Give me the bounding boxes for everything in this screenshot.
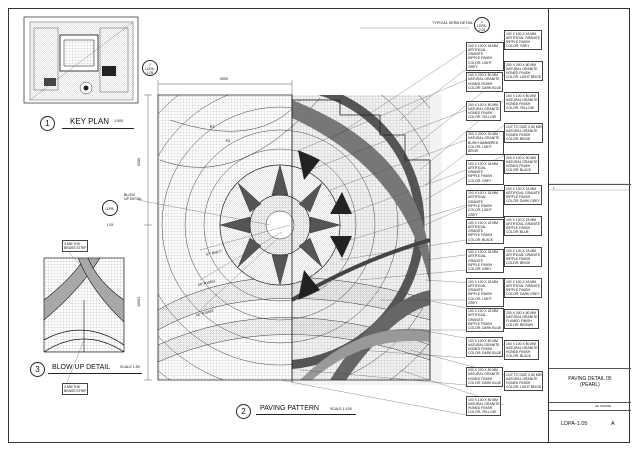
revision-row-number: 1 [553, 186, 555, 190]
material-label: 100 X 100 X 18 MM ARTIFICIAL GRANITE RIP… [466, 189, 504, 219]
material-label: 100 X 100 X 18 MM ARTIFICIAL GRANITE RIP… [466, 307, 504, 333]
key-plan-underline [62, 128, 134, 129]
central-rose [219, 95, 352, 382]
blow-up-note: BLOW UP DETAIL [124, 193, 143, 202]
dimension-left-lower: 10051 [137, 296, 142, 307]
key-plan-drawing [23, 16, 139, 104]
material-label: 100 X 200 X 80 MM NATURAL GRANITE HONED … [466, 71, 504, 92]
radius-label-1: R2 [210, 125, 215, 129]
blow-up-scale: SCALE 1:50 [120, 365, 140, 369]
key-plan-number: 1 [40, 116, 55, 131]
material-label: 200 X 300 X 80 MM NATURAL GRANITE FLAMED… [504, 309, 540, 330]
scale-note: AS SHOWN [595, 404, 612, 408]
key-plan-scale: 1:500 [114, 119, 123, 123]
material-label: 100 X 100 X 18 MM ARTIFICIAL GRANITE RIP… [466, 278, 504, 307]
material-label: 100 X 100 X 80 MM NATURAL GRANITE HONED … [504, 92, 540, 113]
sheet-title: PAVING DETAIL 05 (PEARL) [568, 376, 612, 388]
material-label: 100 X 100 X 18 MM ARTIFICIAL GRANITE RIP… [504, 216, 543, 237]
section-callout-left: LDPA-1.05 [102, 200, 118, 227]
blow-up-detail-drawing [43, 246, 125, 391]
revision-row: 1 [549, 184, 631, 193]
title-row [549, 368, 631, 403]
sheet-frame [8, 8, 630, 443]
material-label: 100 X 100 X 18 MM ARTIFICIAL GRANITE RIP… [504, 30, 543, 51]
kerb-detail-label: TYPICAL KERB DETAIL [432, 21, 474, 25]
material-label: 100 X 100 X 18 MM ARTIFICIAL GRANITE RIP… [504, 278, 543, 299]
paving-pattern-title: PAVING PATTERN [260, 405, 319, 412]
material-label: 100 X 100 X 80 MM NATURAL GRANITE HONED … [466, 337, 504, 358]
revision-letter: A [611, 421, 615, 427]
material-label: 100 X 100 X 18 MM ARTIFICIAL GRANITE RIP… [466, 248, 504, 274]
material-label: 300 X 300 X 30 MM NATURAL GRANITE BUSH H… [466, 130, 504, 156]
material-label: 200 X 100 X 80 MM NATURAL GRANITE HONED … [466, 101, 502, 122]
material-label: CUT TO SIZE X 80 MM NATURAL GRANITE HONE… [504, 123, 544, 144]
material-label: 100 X 100 X 18 MM ARTIFICIAL GRANITE RIP… [466, 219, 504, 244]
blow-up-number: 3 [30, 362, 45, 377]
paving-pattern-number: 2 [236, 404, 251, 419]
blow-up-title: BLOW UP DETAIL [52, 364, 111, 371]
material-label: 100 X 100 X 18 MM ARTIFICIAL GRANITE RIP… [466, 42, 504, 71]
material-label: 200 X 100 X 80 MM NATURAL GRANITE HONED … [504, 154, 540, 175]
material-label: 100 X 100 X 18 MM ARTIFICIAL GRANITE RIP… [466, 160, 504, 185]
blow-up-underline [48, 373, 142, 374]
material-label: 100 X 100 X 18 MM ARTIFICIAL GRANITE RIP… [504, 247, 543, 268]
sheet-number-row [549, 410, 631, 444]
radius-label-2: R1 [226, 139, 231, 143]
brass-strip-label-bottom: 3 MM THK BRASS STRIP [62, 383, 89, 395]
material-label: 100 X 100 X 80 MM NATURAL GRANITE HONED … [466, 396, 502, 417]
material-label: CUT TO SIZE X 80 MM NATURAL GRANITE HONE… [504, 371, 544, 392]
material-label: 100 X 100 X 80 MM NATURAL GRANITE HONED … [504, 340, 540, 361]
kerb-detail-callout: 1 LDPA-2.04 [474, 17, 490, 33]
brass-strip-label-top: 3 MM THK BRASS STRIP [62, 240, 89, 252]
sheet-number: LDPA-1.05 [561, 421, 588, 427]
material-label: 100 X 100 X 18 MM ARTIFICIAL GRANITE RIP… [504, 185, 543, 206]
key-plan-title: KEY PLAN [70, 117, 109, 126]
paving-pattern-scale: SCALE 1:100 [330, 407, 352, 411]
section-callout-top: 2 LDPA-1.05 [142, 60, 158, 76]
note-row [549, 402, 631, 411]
material-label: 200 X 200 X 80 MM NATURAL GRANITE HONED … [466, 366, 504, 387]
title-block: 1 PAVING DETAIL 05 (PEARL) AS SHOWN LDPA… [548, 8, 631, 444]
dimension-left: 6200 [137, 157, 142, 166]
material-label: 200 X 200 X 80 MM NATURAL GRANITE HONED … [504, 61, 544, 82]
dimension-top: 9000 [220, 77, 228, 81]
paving-pattern-underline [256, 414, 356, 415]
